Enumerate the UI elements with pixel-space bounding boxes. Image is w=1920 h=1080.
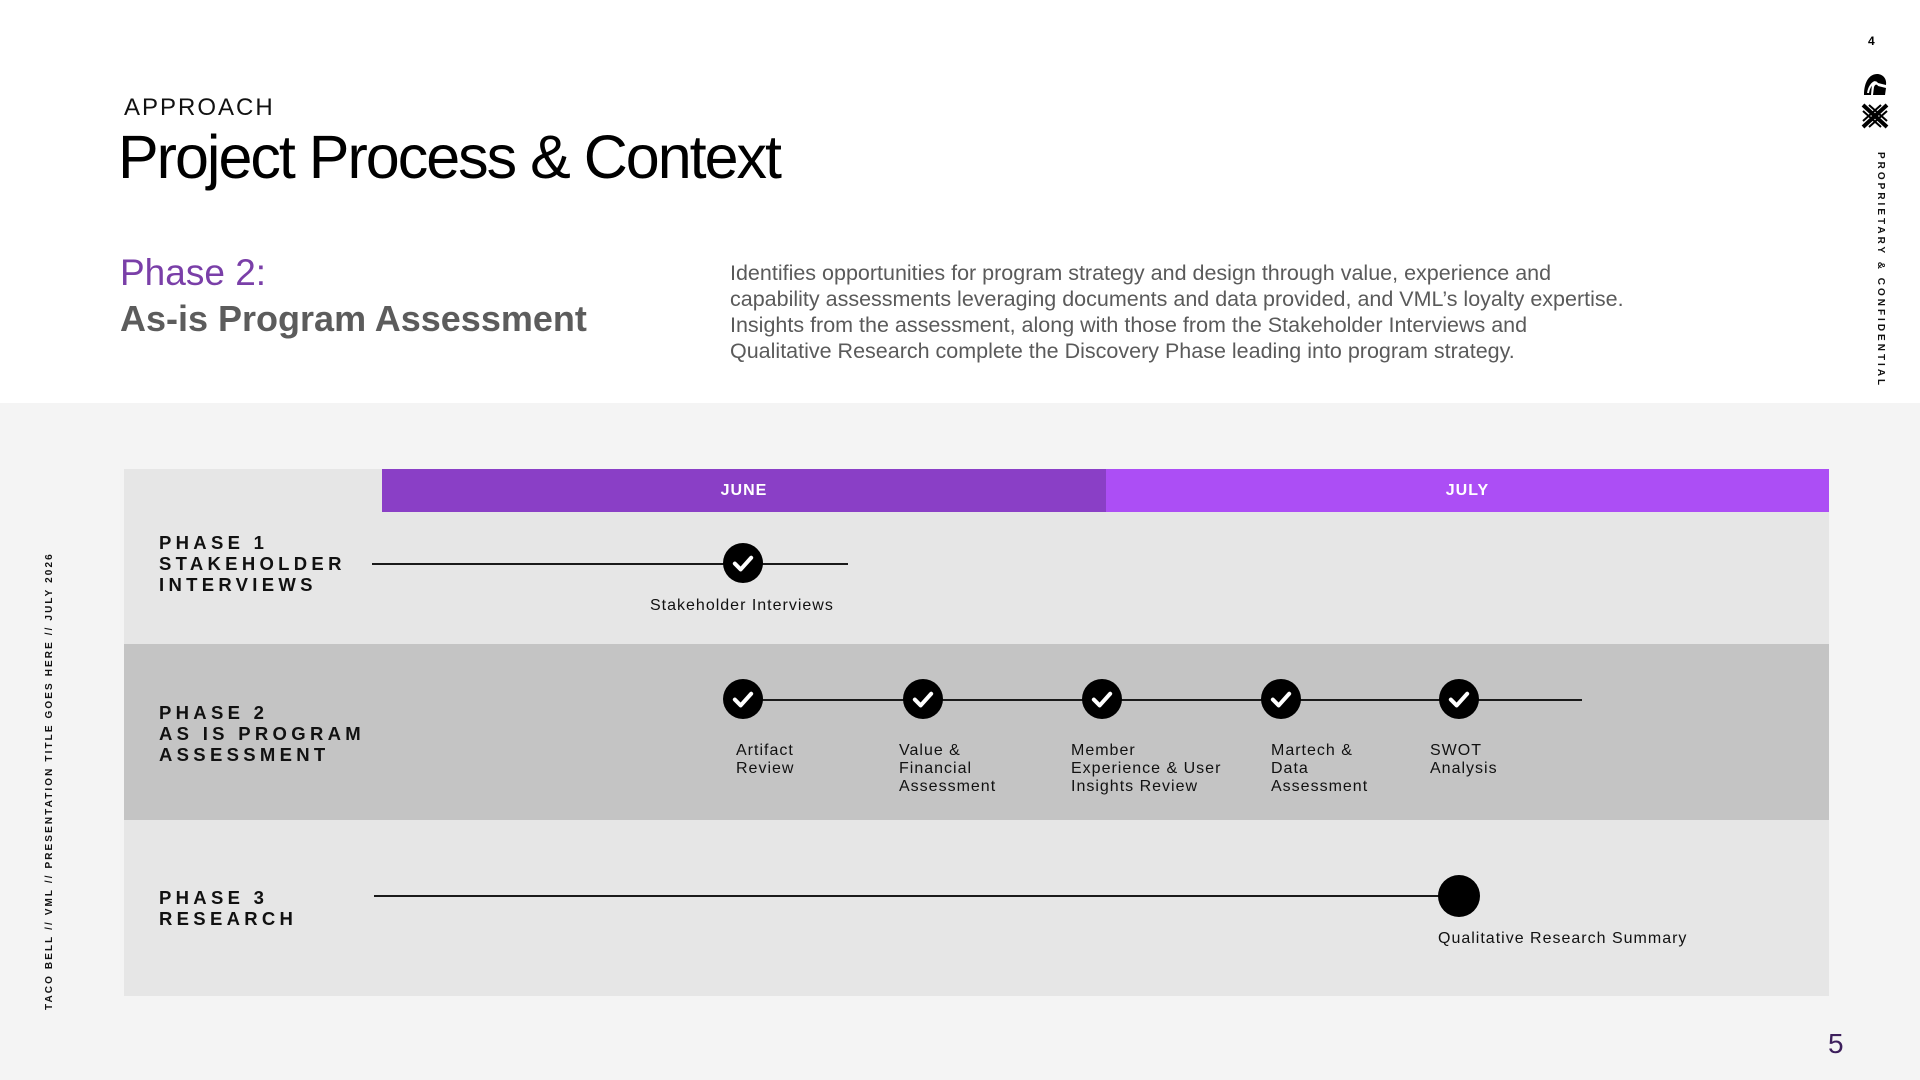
milestone-label: Member Experience & User Insights Review: [1071, 742, 1221, 796]
taco-bell-logo-icon: [1861, 71, 1889, 102]
milestone-text: Analysis: [1430, 760, 1498, 777]
vml-x-logo-icon: [1861, 103, 1889, 134]
phase1-label: PHASE 1 STAKEHOLDER INTERVIEWS: [159, 532, 346, 595]
phase2-label-line: PHASE 2: [159, 702, 269, 723]
phase-description: Identifies opportunities for program str…: [730, 260, 1690, 364]
milestone-dot-icon: [1438, 875, 1480, 917]
milestone-text: Assessment: [1271, 778, 1369, 795]
eyebrow-label: APPROACH: [124, 94, 275, 121]
phase1-connector: [372, 563, 848, 565]
check-icon: [1261, 679, 1301, 719]
confidential-label: PROPRIETARY & CONFIDENTIAL: [1875, 152, 1886, 389]
phase1-row: JUNE JULY PHASE 1 STAKEHOLDER INTERVIEWS…: [124, 469, 1829, 644]
phase2-label-line: AS IS PROGRAM: [159, 723, 365, 744]
phase1-label-line: STAKEHOLDER: [159, 553, 346, 574]
phase3-label: PHASE 3 RESEARCH: [159, 887, 297, 929]
milestone-text: Martech &: [1271, 742, 1353, 759]
description-line: Qualitative Research complete the Discov…: [730, 339, 1515, 363]
milestone-text: Data: [1271, 760, 1309, 777]
milestone-text: Experience & User: [1071, 760, 1222, 777]
check-icon: [1439, 679, 1479, 719]
header-section: APPROACH Project Process & Context Phase…: [0, 0, 1920, 403]
check-icon: [1082, 679, 1122, 719]
milestone-text: Member: [1071, 742, 1136, 759]
milestone-label: Stakeholder Interviews: [650, 597, 834, 615]
description-line: Insights from the assessment, along with…: [730, 313, 1528, 337]
phase2-label-line: ASSESSMENT: [159, 744, 330, 765]
phase-number: Phase 2:: [120, 252, 267, 293]
check-icon: [723, 679, 763, 719]
phase3-label-line: RESEARCH: [159, 908, 298, 929]
phase3-connector: [374, 895, 1440, 897]
check-icon: [903, 679, 943, 719]
milestone-text: Qualitative Research Summary: [1438, 930, 1688, 947]
phase-timeline: JUNE JULY PHASE 1 STAKEHOLDER INTERVIEWS…: [124, 469, 1829, 996]
check-icon: [723, 543, 763, 583]
milestone-text: Stakeholder Interviews: [650, 597, 834, 614]
description-line: capability assessments leveraging docume…: [730, 287, 1624, 311]
milestone-label: Martech & Data Assessment: [1271, 742, 1368, 796]
page-title: Project Process & Context: [118, 123, 782, 191]
milestone-label: SWOT Analysis: [1430, 742, 1498, 778]
milestone-label: Value & Financial Assessment: [899, 742, 996, 796]
milestone-text: Value &: [899, 742, 961, 759]
description-line: Identifies opportunities for program str…: [730, 261, 1552, 285]
phase2-row: PHASE 2 AS IS PROGRAM ASSESSMENT Artifac…: [124, 644, 1829, 820]
corner-page-number: 4: [1868, 34, 1875, 48]
milestone-text: Financial: [899, 760, 973, 777]
phase3-row: PHASE 3 RESEARCH Qualitative Research Su…: [124, 820, 1829, 996]
phase2-connector: [744, 699, 1582, 701]
milestone-text: Insights Review: [1071, 778, 1199, 795]
month-june: JUNE: [382, 469, 1106, 512]
milestone-text: SWOT: [1430, 742, 1482, 759]
milestone-label: Qualitative Research Summary: [1438, 930, 1687, 948]
milestone-label: Artifact Review: [736, 742, 794, 778]
phase3-label-line: PHASE 3: [159, 887, 269, 908]
phase1-label-line: PHASE 1: [159, 532, 269, 553]
phase1-label-line: INTERVIEWS: [159, 574, 317, 595]
milestone-text: Assessment: [899, 778, 997, 795]
phase2-label: PHASE 2 AS IS PROGRAM ASSESSMENT: [159, 702, 365, 765]
milestone-text: Artifact: [736, 742, 794, 759]
page-number: 5: [1828, 1028, 1844, 1059]
milestone-text: Review: [736, 760, 795, 777]
phase-name: As-is Program Assessment: [120, 298, 587, 339]
footer-vertical-label: TACO BELL // VML // PRESENTATION TITLE G…: [44, 552, 55, 1010]
month-july: JULY: [1106, 469, 1829, 512]
